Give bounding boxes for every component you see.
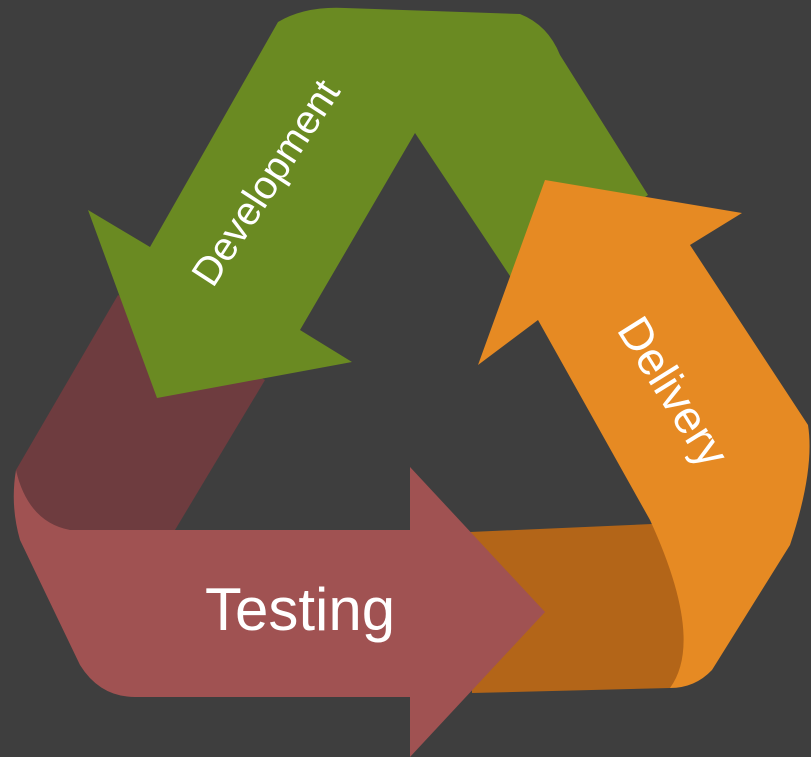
testing-arrow — [13, 467, 545, 757]
delivery-fold-shape — [470, 524, 705, 693]
testing-label: Testing — [205, 576, 395, 643]
delivery-arrow — [478, 180, 810, 688]
development-arrow — [88, 7, 648, 399]
